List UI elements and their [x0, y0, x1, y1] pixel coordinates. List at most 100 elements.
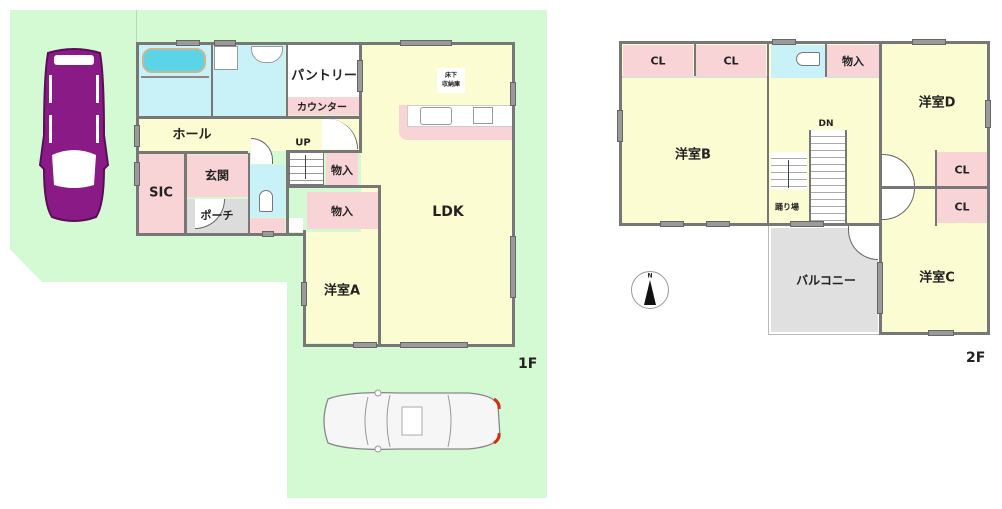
window	[262, 231, 274, 237]
window	[134, 162, 140, 186]
room-label-counter: カウンター	[297, 102, 347, 114]
room-label-room-a: 洋室A	[323, 283, 361, 299]
window	[176, 40, 200, 46]
wall	[286, 150, 289, 235]
wall	[619, 223, 881, 226]
stove-icon	[473, 107, 493, 124]
window	[660, 221, 684, 227]
stairs-arrow-icon	[788, 160, 789, 188]
room-ldk	[361, 43, 513, 345]
window	[357, 60, 363, 92]
room-storage-1	[326, 153, 358, 185]
room-label-porch: ポーチ	[200, 209, 234, 222]
window	[772, 39, 796, 45]
wall	[879, 41, 882, 335]
room-label-cl-1: CL	[650, 54, 666, 68]
window	[301, 282, 307, 306]
toilet-icon	[259, 190, 273, 212]
room-label-genkan: 玄関	[204, 168, 230, 183]
window	[510, 236, 516, 298]
wall	[286, 185, 381, 188]
floor-label-1f: 1F	[518, 356, 538, 372]
room-cl-1	[623, 45, 693, 77]
room-label-storage-1: 物入	[331, 164, 353, 177]
room-a	[306, 232, 378, 343]
wall	[136, 151, 248, 154]
wall	[987, 41, 990, 335]
room-label-room-b: 洋室B	[675, 147, 711, 163]
window	[214, 40, 236, 46]
room-label-cl-2: CL	[723, 54, 739, 68]
wall	[286, 150, 362, 153]
wall	[184, 153, 187, 235]
window	[617, 110, 623, 142]
wall	[136, 233, 306, 236]
wall	[767, 41, 769, 226]
wall	[825, 44, 827, 77]
wall	[622, 76, 767, 78]
room-label-hall: ホール	[172, 127, 212, 143]
compass-north-label: N	[647, 272, 653, 280]
wall	[694, 44, 696, 77]
room-label-pantry: パントリー	[291, 68, 357, 84]
bath-ledge	[141, 76, 209, 78]
stairs-1f	[289, 152, 324, 185]
room-label-room-d: 洋室D	[918, 95, 956, 111]
room-genkan	[187, 155, 248, 197]
room-label-sic: SIC	[149, 185, 173, 201]
room-pantry	[288, 45, 360, 97]
lot-boundary	[136, 10, 137, 45]
room-sic	[139, 153, 185, 233]
room-storage-3	[827, 45, 879, 77]
room-cl-2	[696, 45, 766, 77]
stairs-dn-label: DN	[818, 119, 834, 129]
window	[985, 100, 991, 128]
small-closet	[289, 218, 303, 232]
window	[510, 82, 516, 106]
toilet-ante	[250, 218, 285, 233]
underfloor-storage-box	[437, 68, 465, 93]
compass-needle-icon	[644, 280, 656, 305]
stairs-arrow-icon	[305, 155, 306, 179]
window	[912, 39, 946, 45]
window	[706, 221, 730, 227]
room-label-cl-4: CL	[954, 200, 970, 214]
wall	[286, 45, 288, 117]
stairs-2f-side	[771, 152, 807, 190]
wall	[359, 42, 362, 150]
stairs-up-label: UP	[295, 137, 311, 149]
toilet-icon	[796, 52, 820, 66]
room-label-underfloor-storage: 床下 収納庫	[441, 72, 461, 88]
sink-icon	[420, 107, 452, 125]
wall	[619, 41, 990, 44]
wall	[211, 45, 213, 117]
room-counter	[288, 97, 360, 115]
room-cl-4	[937, 189, 988, 223]
window	[400, 40, 452, 46]
washing-machine-icon	[214, 46, 238, 70]
room-label-storage-2: 物入	[331, 205, 353, 218]
wall	[378, 188, 381, 345]
room-storage-2	[307, 192, 378, 229]
wall	[512, 42, 515, 347]
wall	[248, 153, 250, 235]
room-label-room-c: 洋室C	[919, 270, 955, 286]
wall	[136, 42, 515, 45]
stairs-2f-main	[809, 130, 847, 225]
window	[353, 342, 377, 348]
room-label-cl-3: CL	[954, 163, 970, 177]
car-sedan-icon	[323, 389, 501, 453]
car-suv-icon	[38, 48, 110, 222]
room-label-landing: 踊り場	[775, 202, 799, 212]
floor-label-2f: 2F	[966, 350, 986, 366]
room-label-balcony: バルコニー	[796, 273, 856, 288]
window	[400, 342, 468, 348]
room-label-storage-3: 物入	[842, 55, 864, 68]
window	[928, 330, 954, 336]
window	[790, 221, 824, 227]
room-label-ldk: LDK	[432, 204, 464, 220]
window	[877, 262, 883, 314]
room-cl-3	[937, 152, 988, 186]
window	[134, 125, 140, 147]
wall	[827, 76, 879, 78]
